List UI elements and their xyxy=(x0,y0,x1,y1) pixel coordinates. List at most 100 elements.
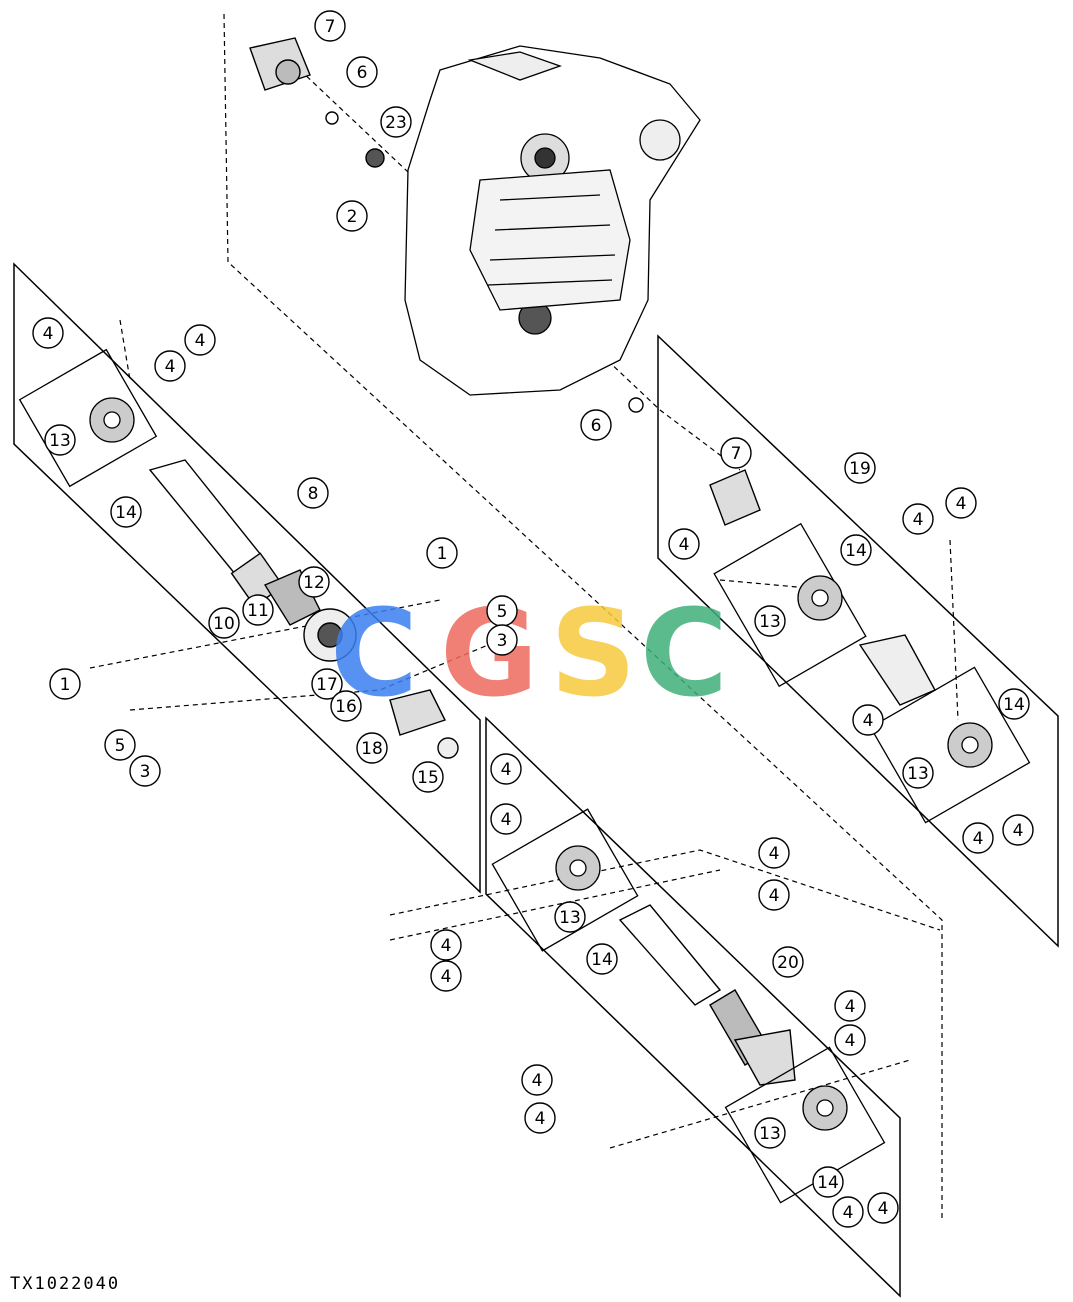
callout-bubble xyxy=(412,761,444,793)
callout-label: 4 xyxy=(441,967,452,987)
callout-bubble xyxy=(184,324,216,356)
watermark-letter-4: C xyxy=(640,585,728,724)
callout-label: 14 xyxy=(115,503,137,523)
callout-bubble xyxy=(311,668,343,700)
callout-label: 13 xyxy=(759,1124,781,1144)
callout-bubble xyxy=(754,605,786,637)
shaft-19-tube xyxy=(858,634,936,706)
callout-bubble xyxy=(772,946,804,978)
callout-bubble xyxy=(754,1117,786,1149)
figure-code: TX1022040 xyxy=(10,1274,121,1294)
yoke-18 xyxy=(389,689,446,736)
callout-label: 4 xyxy=(913,510,924,530)
callout-label: 18 xyxy=(361,739,383,759)
callout-label: 14 xyxy=(591,950,613,970)
callout-bubble xyxy=(962,822,994,854)
callout-bubble xyxy=(834,1024,866,1056)
callout-label: 3 xyxy=(140,762,151,782)
callout-bubble xyxy=(668,528,700,560)
callout-bubble xyxy=(852,704,884,736)
callout-label: 4 xyxy=(679,535,690,555)
callout-label: 4 xyxy=(878,1199,889,1219)
coupler-14-c xyxy=(869,666,1031,824)
callout-bubble xyxy=(867,1192,899,1224)
callout-label: 4 xyxy=(843,1203,854,1223)
callout-bubble xyxy=(330,690,362,722)
callout-bubble xyxy=(902,757,934,789)
callout-bubble xyxy=(490,753,522,785)
callout-label: 4 xyxy=(535,1109,546,1129)
callout-label: 10 xyxy=(213,614,235,634)
callout-label: 20 xyxy=(777,953,799,973)
assembly-frames xyxy=(13,262,1059,1298)
callout-label: 4 xyxy=(956,494,967,514)
callout-label: 4 xyxy=(863,711,874,731)
callout-label: 13 xyxy=(759,612,781,632)
watermark-logo: C G S C xyxy=(330,585,728,724)
callout-label: 4 xyxy=(1013,821,1024,841)
callout-label: 4 xyxy=(769,844,780,864)
callout-label: 14 xyxy=(817,1173,839,1193)
callout-bubble xyxy=(380,106,412,138)
callout-label: 12 xyxy=(303,573,325,593)
callout-label: 13 xyxy=(907,764,929,784)
callout-bubble xyxy=(49,668,81,700)
watermark-letter-3: S xyxy=(550,585,636,724)
callout-bubble xyxy=(129,755,161,787)
callout-bubble xyxy=(524,1102,556,1134)
callout-bubble xyxy=(840,534,872,566)
callout-bubble xyxy=(720,437,752,469)
callout-bubble xyxy=(336,200,368,232)
callout-label: 4 xyxy=(501,760,512,780)
callout-label: 13 xyxy=(49,431,71,451)
callout-label: 4 xyxy=(532,1071,543,1091)
flex-couplers xyxy=(18,348,1031,1204)
callout-bubble xyxy=(844,452,876,484)
callout-label: 4 xyxy=(845,1031,856,1051)
callout-label: 4 xyxy=(441,936,452,956)
callout-label: 7 xyxy=(325,17,336,37)
callout-bubble xyxy=(208,607,240,639)
coupler-14-b xyxy=(713,522,867,688)
callout-label: 14 xyxy=(1003,695,1025,715)
callout-bubble xyxy=(314,10,346,42)
coupler-14-d xyxy=(491,808,639,952)
callout-bubble xyxy=(758,879,790,911)
callout-label: 4 xyxy=(501,810,512,830)
callout-label: 7 xyxy=(731,444,742,464)
callout-bubble xyxy=(945,487,977,519)
frame-shaft-19 xyxy=(657,334,1059,948)
callout-bubble xyxy=(430,929,462,961)
callout-label: 4 xyxy=(43,324,54,344)
coupler-14-e xyxy=(724,1046,886,1204)
callout-label: 19 xyxy=(849,459,871,479)
callout-label: 11 xyxy=(247,601,269,621)
callout-bubble xyxy=(154,350,186,382)
callout-label: 16 xyxy=(335,697,357,717)
transmission-housing xyxy=(404,45,701,396)
callout-label: 23 xyxy=(385,113,407,133)
callout-bubble xyxy=(110,496,142,528)
callout-label: 13 xyxy=(559,908,581,928)
frame-shaft-8 xyxy=(13,262,481,894)
callout-bubble xyxy=(297,477,329,509)
callout-label: 5 xyxy=(497,602,508,622)
callout-label: 5 xyxy=(115,736,126,756)
callout-bubble xyxy=(242,594,274,626)
coupler-14-a xyxy=(18,348,158,488)
callout-bubble xyxy=(580,409,612,441)
callout-bubble xyxy=(1002,814,1034,846)
callout-bubble xyxy=(298,566,330,598)
callout-label: 8 xyxy=(308,484,319,504)
callout-label: 4 xyxy=(195,331,206,351)
callout-bubble xyxy=(426,537,458,569)
callout-bubble xyxy=(758,837,790,869)
callout-label: 1 xyxy=(437,544,448,564)
callout-bubble xyxy=(486,624,518,656)
callout-label: 17 xyxy=(316,675,338,695)
callout-bubble xyxy=(521,1064,553,1096)
callout-bubble xyxy=(554,901,586,933)
callout-bubble xyxy=(812,1166,844,1198)
callout-bubble xyxy=(346,56,378,88)
